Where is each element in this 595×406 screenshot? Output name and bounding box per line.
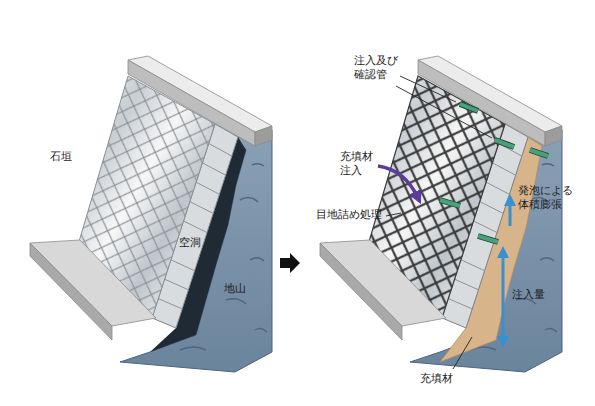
coping bbox=[418, 56, 562, 146]
pipes bbox=[440, 104, 548, 242]
part-label: 空洞 bbox=[179, 236, 201, 250]
part-label: 充填材 bbox=[420, 372, 453, 386]
part-label: 石垣 bbox=[50, 150, 72, 164]
base-slab bbox=[30, 240, 156, 340]
leader-line bbox=[453, 337, 472, 369]
part-label: 注入量 bbox=[512, 288, 545, 302]
base-slab bbox=[320, 240, 446, 340]
leader-line bbox=[396, 76, 492, 138]
expansion-arrow bbox=[509, 200, 512, 226]
part-label: 充填材 注入 bbox=[340, 150, 376, 178]
volume-arrow bbox=[502, 252, 505, 342]
injection-arrow bbox=[378, 166, 418, 198]
before-panel bbox=[30, 56, 272, 372]
coping bbox=[128, 56, 272, 146]
part-label: 発泡による 体積膨張 bbox=[518, 184, 576, 212]
part-label: 地山 bbox=[224, 282, 246, 296]
part-label: 目地詰め処理 bbox=[316, 208, 382, 222]
leader-line bbox=[386, 213, 401, 216]
part-label: 注入及び 確認管 bbox=[354, 54, 401, 82]
transition-arrow bbox=[280, 253, 300, 273]
